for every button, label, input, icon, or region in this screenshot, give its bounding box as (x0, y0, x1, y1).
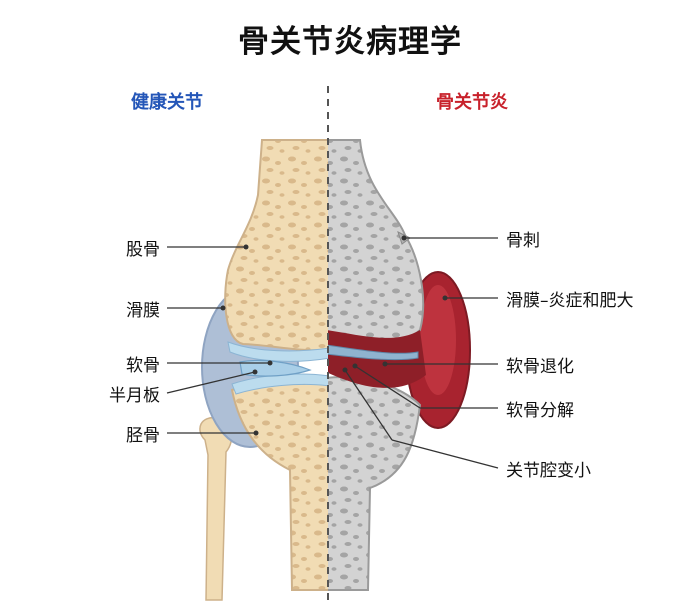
label-meniscus: 半月板 (109, 386, 160, 406)
fibula (199, 416, 233, 601)
label-synovium: 滑膜 (126, 301, 160, 321)
healthy-femur-cartilage (227, 341, 328, 362)
label-joint-space-narrowing: 关节腔变小 (506, 461, 591, 481)
label-osteophyte: 骨刺 (506, 231, 540, 251)
label-cartilage-degeneration: 软骨退化 (506, 357, 574, 377)
leader-joint-space-narrowing (344, 369, 393, 441)
healthy-tibia (230, 379, 328, 591)
leader-meniscus (166, 371, 256, 394)
osteoarthritis-heading: 骨关节炎 (436, 92, 508, 113)
page-title: 骨关节炎病理学 (238, 24, 462, 60)
leader-cartilage-breakdown (354, 365, 421, 409)
label-synovium-inflamed: 滑膜–炎症和肥大 (506, 291, 634, 311)
diseased-tibia (328, 376, 422, 591)
diseased-femur (328, 139, 425, 345)
healthy-joint-heading: 健康关节 (131, 92, 203, 113)
healthy-femur (224, 139, 328, 352)
degraded-cartilage (328, 344, 419, 361)
label-femur: 股骨 (126, 240, 160, 260)
label-cartilage: 软骨 (126, 356, 160, 376)
healthy-meniscus (239, 359, 312, 377)
label-tibia: 胫骨 (126, 426, 160, 446)
label-cartilage-breakdown: 软骨分解 (506, 401, 574, 421)
